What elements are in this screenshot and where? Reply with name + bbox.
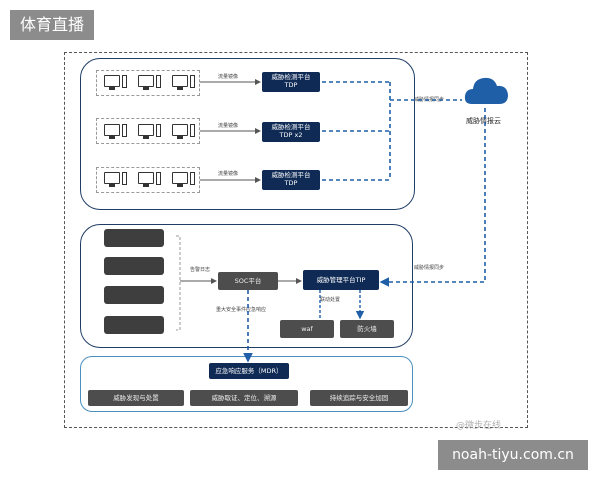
blurred-source-1: [104, 229, 164, 247]
tower-icon: [156, 124, 161, 137]
tower-icon: [122, 172, 127, 185]
service-box-3[interactable]: 持续追踪与安全加固: [310, 390, 408, 406]
computer-icon: [138, 124, 154, 139]
blurred-source-2: [104, 257, 164, 275]
endpoint-group-3: [96, 167, 200, 193]
detection-panel: [80, 58, 415, 210]
corner-tag-top: 体育直播: [10, 10, 94, 40]
blurred-source-4: [104, 316, 164, 334]
linkage-label: 联动处置: [320, 297, 341, 303]
mdr-link-label: 重大安全事件应急响应: [216, 307, 267, 313]
mirror-label-1: 流量镜像: [218, 74, 239, 80]
watermark: @微步在线: [456, 421, 502, 431]
computer-icon: [138, 172, 154, 187]
corner-tag-bottom: noah-tiyu.com.cn: [438, 440, 588, 470]
alert-log-label: 告警日志: [190, 267, 211, 273]
tdp-sub-2: TDP x2: [279, 131, 303, 139]
tdp-box-1[interactable]: 威胁检测平台 TDP: [262, 72, 320, 92]
tdp-box-2[interactable]: 威胁检测平台 TDP x2: [262, 122, 320, 142]
endpoint-group-1: [96, 70, 200, 96]
tower-icon: [190, 124, 195, 137]
computer-icon: [172, 124, 188, 139]
intel-sync-label-top: 威胁情报同步: [414, 97, 445, 103]
waf-box[interactable]: waf: [280, 320, 334, 338]
computer-icon: [104, 124, 120, 139]
blurred-source-3: [104, 286, 164, 304]
tip-linkage: [319, 290, 360, 318]
computer-icon: [172, 172, 188, 187]
service-box-1[interactable]: 威胁发现与处置: [88, 390, 184, 406]
tdp-title-3: 威胁检测平台: [271, 171, 311, 179]
tower-icon: [156, 172, 161, 185]
tdp-title-1: 威胁检测平台: [271, 73, 311, 81]
endpoint-group-2: [96, 118, 200, 144]
tdp-sub-1: TDP: [284, 81, 298, 89]
tdp-sub-3: TDP: [284, 179, 298, 187]
tower-icon: [190, 75, 195, 88]
mirror-label-3: 流量镜像: [218, 171, 239, 177]
outer-boundary: [64, 52, 528, 428]
computer-icon: [172, 75, 188, 90]
tower-icon: [156, 75, 161, 88]
mirror-label-2: 流量镜像: [218, 123, 239, 129]
cloud-tip-link: [379, 108, 486, 287]
cloud-label: 威胁情报云: [466, 117, 501, 125]
mdr-box[interactable]: 应急响应服务（MDR）: [209, 363, 289, 379]
tower-icon: [122, 75, 127, 88]
soc-platform-box[interactable]: SOC平台: [218, 272, 278, 290]
tower-icon: [190, 172, 195, 185]
intel-sync-label-bottom: 威胁情报同步: [414, 265, 445, 271]
service-box-2[interactable]: 威胁取证、定位、溯源: [190, 390, 298, 406]
cloud-icon: [464, 77, 508, 104]
tdp-title-2: 威胁检测平台: [271, 123, 311, 131]
computer-icon: [104, 75, 120, 90]
tip-box[interactable]: 威胁管理平台TIP: [303, 270, 379, 290]
source-bracket: [176, 235, 181, 331]
tower-icon: [122, 124, 127, 137]
tdp-box-3[interactable]: 威胁检测平台 TDP: [262, 170, 320, 190]
tdp-cloud-link: [322, 81, 462, 181]
computer-icon: [138, 75, 154, 90]
computer-icon: [104, 172, 120, 187]
